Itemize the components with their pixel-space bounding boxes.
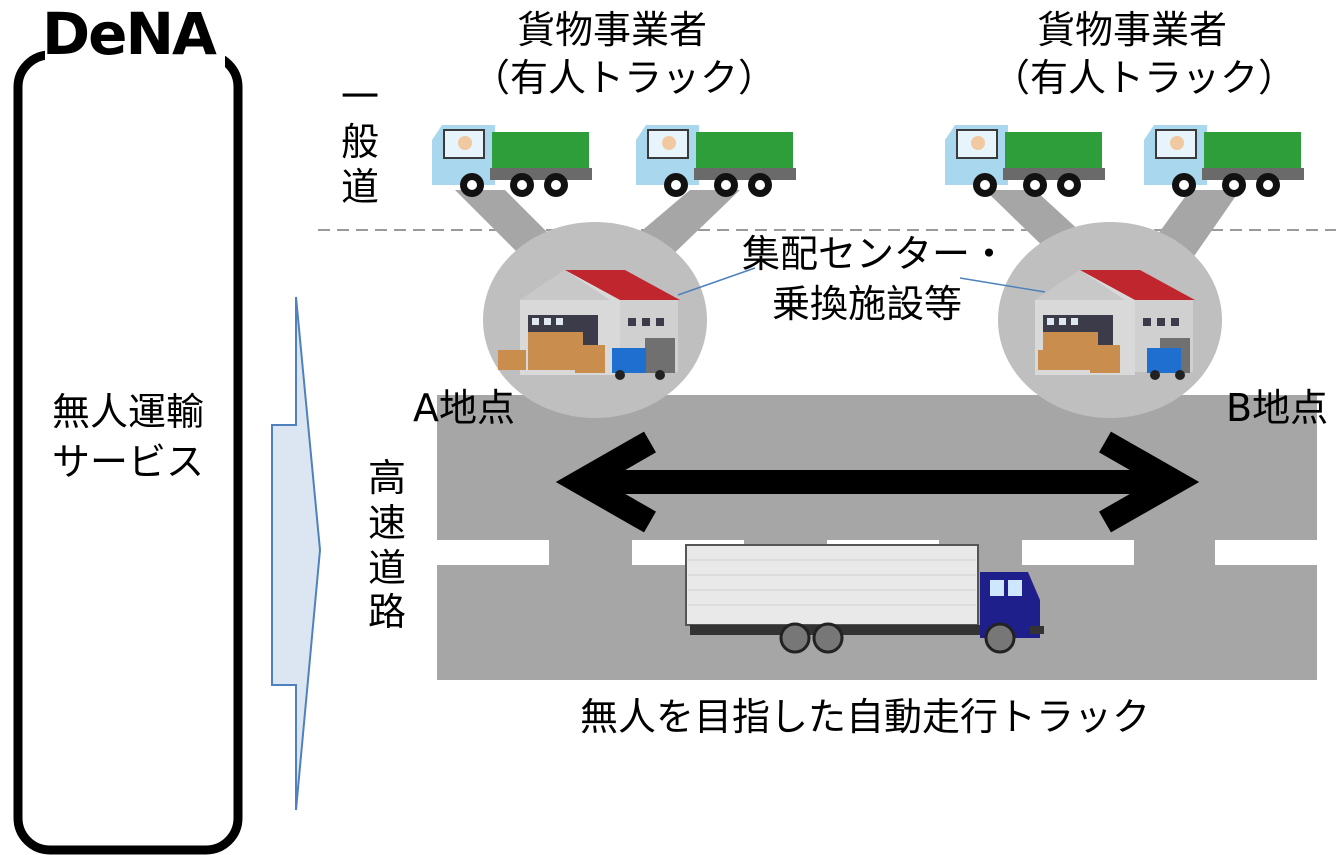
general-road-label: 一 般 道: [335, 75, 385, 209]
general-road-char-1: 一: [340, 75, 379, 119]
operator-1-name: 貨物事業者: [516, 8, 707, 52]
highway-road: [437, 395, 1317, 680]
operator-2-name: 貨物事業者: [1036, 8, 1227, 52]
highway-char-1: 高: [367, 456, 406, 500]
general-road-char-3: 道: [340, 164, 379, 209]
autonomous-truck-caption: 無人を目指した自動走行トラック: [579, 695, 1150, 739]
highway-char-2: 速: [367, 500, 406, 545]
autonomous-truck-illustration: [685, 544, 1044, 654]
point-b-label: B地点: [1226, 386, 1329, 430]
callout-line-b: [959, 277, 1046, 293]
hub-label-1: 集配センター・: [742, 232, 1009, 276]
operator-1-sub: （有人トラック）: [472, 56, 777, 100]
operator-2-sub: （有人トラック）: [992, 56, 1297, 100]
manned-truck-2: [636, 125, 796, 197]
callout-line-a: [677, 267, 756, 296]
highway-char-3: 道: [367, 545, 406, 590]
logo-backdrop: [45, 10, 225, 70]
double-arrow: [555, 431, 1200, 533]
manned-truck-1: [432, 125, 592, 197]
highway-label: 高 速 道 路: [362, 456, 412, 635]
dena-logo: DeNA: [42, 0, 217, 68]
service-box-label-1: 無人運輸: [51, 390, 204, 434]
flow-arrow: [271, 296, 322, 811]
service-box-label-2: サービス: [51, 440, 204, 484]
hub-label-2: 乗換施設等: [771, 282, 962, 326]
warehouse-a-illustration: [498, 270, 680, 380]
general-road-char-2: 般: [340, 119, 379, 164]
point-a-label: A地点: [413, 386, 515, 430]
warehouse-b-illustration: [1035, 270, 1195, 380]
manned-truck-3: [945, 125, 1105, 197]
manned-truck-4: [1144, 125, 1304, 197]
highway-char-4: 路: [367, 590, 406, 635]
